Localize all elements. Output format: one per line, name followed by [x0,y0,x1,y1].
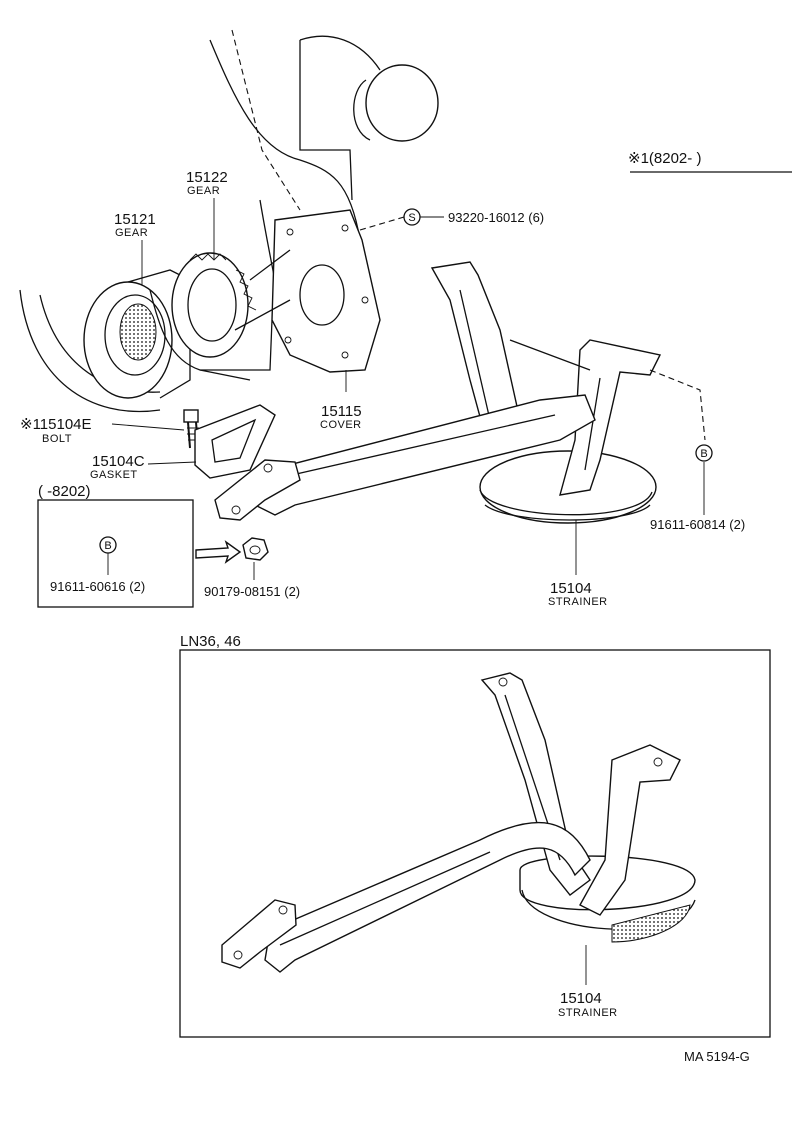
nut-90179-drawing [195,537,269,564]
label-bolt-b-right-part: 91611-60814 (2) [650,517,745,532]
cover-15115-drawing [234,209,381,373]
label-15122-name: GEAR [187,185,220,197]
label-screw-part: 93220-16012 (6) [448,210,544,225]
gasket-15104C-drawing [194,404,276,479]
label-cover-number: 15115 [321,403,362,420]
label-cover-name: COVER [320,419,362,431]
label-strainer-main-number: 15104 [550,580,592,597]
inset-title: LN36, 46 [180,633,241,650]
symbol-s-screw: S [403,208,421,226]
inset-frame [179,649,771,1038]
label-bolt-b-left-part: 91611-60616 (2) [50,579,145,594]
symbol-b-left: B [99,536,117,554]
drawing-id: MA 5194-G [684,1049,750,1064]
label-15121-number: 15121 [114,211,156,228]
label-gasket-number: 15104C [92,453,145,470]
symbol-b-right: B [695,444,713,462]
svg-text:B: B [104,540,111,552]
label-15121-name: GEAR [115,227,148,239]
label-strainer-inset-name: STRAINER [558,1007,618,1019]
label-nut-part: 90179-08151 (2) [204,584,300,599]
label-strainer-inset-number: 15104 [560,990,602,1007]
strainer-main-drawing [214,261,706,524]
svg-text:S: S [408,212,415,224]
gear-15121-drawing [83,269,191,399]
label-gasket-name: GASKET [90,469,138,481]
label-bolt-number: ※115104E [20,416,92,433]
label-strainer-main-name: STRAINER [548,596,608,608]
gear-15122-drawing [149,252,273,381]
engine-block-outline [19,29,439,413]
svg-text:B: B [700,448,707,460]
old-range-box [37,499,194,608]
strainer-inset-drawing [221,672,696,973]
leader-lines [107,198,705,985]
label-15122-number: 15122 [186,169,228,186]
note-old-range: ( -8202) [38,483,91,500]
note-new-range: ※1(8202- ) [628,150,701,167]
label-bolt-name: BOLT [42,433,72,445]
